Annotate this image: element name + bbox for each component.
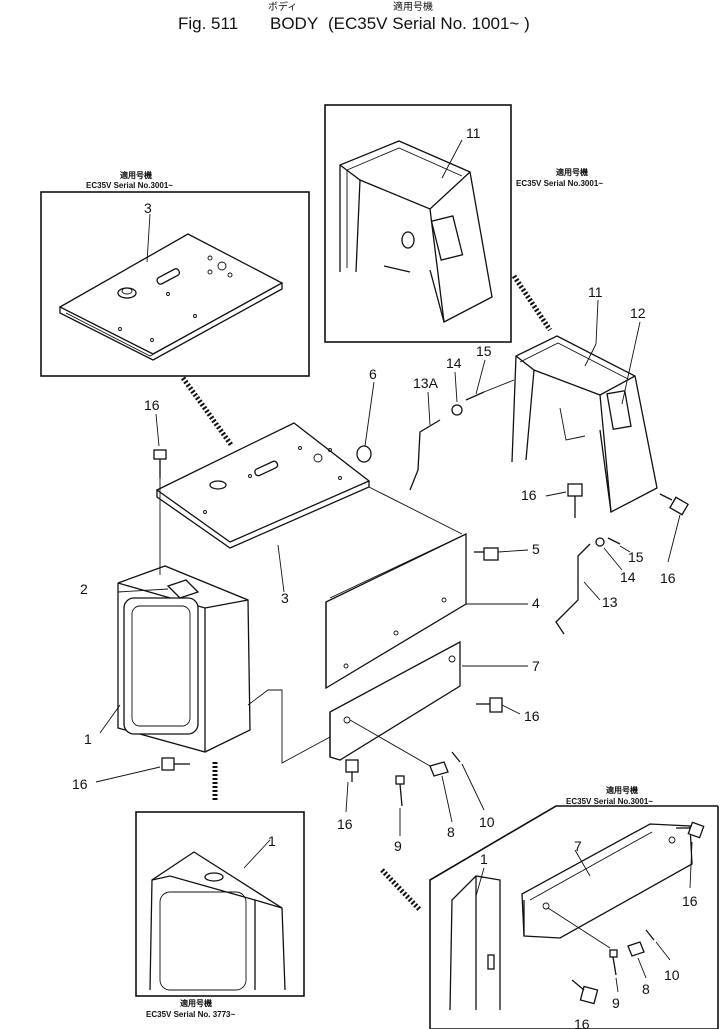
- inset-top-center: 11: [324, 104, 512, 343]
- bolt-5: 5: [474, 541, 540, 561]
- title-ruby-applicability: 適用号機: [393, 0, 433, 13]
- callout-16f: 16: [660, 570, 676, 586]
- bolt-16-c: 16: [476, 697, 540, 724]
- callout-16e: 16: [521, 487, 537, 503]
- callout-7b: 7: [574, 838, 582, 854]
- callout-13: 13: [602, 594, 618, 610]
- inset-top-right-label: 適用号機 EC35V Serial No.3001~: [516, 167, 603, 188]
- inset-frame: [135, 811, 305, 997]
- inset-top-left: 適用号機 EC35V Serial No.3001~ 3: [40, 170, 310, 377]
- callout-14: 14: [446, 355, 462, 371]
- callout-16c: 16: [524, 708, 540, 724]
- hardware-upper: 13A 14 15: [409, 343, 515, 491]
- callout-13A: 13A: [413, 375, 439, 391]
- inset-label-line2: EC35V Serial No.3001~: [86, 181, 173, 190]
- inset-label-line2: EC35V Serial No.3001~: [516, 179, 603, 188]
- figure-title: ボディ 適用号機 Fig. 511 BODY (EC35V Serial No.…: [178, 0, 530, 33]
- top-plate: 3 6: [155, 366, 463, 606]
- inset-label-line2: EC35V Serial No.3001~: [566, 797, 653, 806]
- arrow-top-left: [180, 376, 235, 448]
- left-enclosure: 2 1: [80, 565, 331, 764]
- callout-4: 4: [532, 595, 540, 611]
- arrow-bottom-right: [380, 868, 422, 912]
- callout-12: 12: [630, 305, 646, 321]
- callout-10: 10: [479, 814, 495, 830]
- callout-16b: 16: [72, 776, 88, 792]
- inset-bottom-left: 1 適用号機 EC35V Serial No. 3773~: [135, 811, 305, 1019]
- nut-6: [356, 445, 372, 463]
- bolt-16-e: 16: [521, 483, 583, 518]
- hardware-lower: 9 8 10: [349, 719, 495, 854]
- inset-bottom-right: 適用号機 EC35V Serial No.3001~ 1 7 16 9 8 10…: [429, 785, 719, 1029]
- inset-label-line1: 適用号機: [606, 785, 638, 795]
- guard-drawing: [339, 140, 493, 323]
- callout-16d: 16: [337, 816, 353, 832]
- figure-applicability: (EC35V Serial No. 1001~ ): [328, 14, 530, 33]
- callout-15b: 15: [628, 549, 644, 565]
- callout-15: 15: [476, 343, 492, 359]
- callout-3b: 3: [281, 590, 289, 606]
- callout-9b: 9: [612, 995, 620, 1011]
- bolt-16-b: 16: [72, 757, 190, 792]
- callout-9: 9: [394, 838, 402, 854]
- callout-14b: 14: [620, 569, 636, 585]
- callout-7: 7: [532, 658, 540, 674]
- callout-1b: 1: [268, 833, 276, 849]
- callout-8: 8: [447, 824, 455, 840]
- top-plate-drawing: [58, 233, 284, 361]
- figure-name: BODY: [270, 14, 318, 33]
- figure-number: Fig. 511: [178, 14, 238, 33]
- callout-3: 3: [144, 200, 152, 216]
- panel-4: 4: [325, 532, 540, 690]
- callout-11: 11: [466, 125, 481, 141]
- bolt-16-f: 16: [659, 493, 689, 586]
- inset-frame: [324, 104, 512, 343]
- callout-1c: 1: [480, 851, 488, 867]
- title-ruby-body: ボディ: [268, 0, 297, 13]
- callout-1: 1: [84, 731, 92, 747]
- callout-11b: 11: [588, 284, 603, 300]
- callout-6: 6: [369, 366, 377, 382]
- arrow-top-right: [511, 274, 553, 332]
- panel-7: 7: [329, 640, 540, 761]
- bolt-16-a: 16: [144, 397, 167, 575]
- inset-label-line2: EC35V Serial No. 3773~: [146, 1010, 235, 1019]
- callout-16a: 16: [144, 397, 160, 413]
- inset-label-line1: 適用号機: [556, 167, 588, 177]
- callout-10b: 10: [664, 967, 680, 983]
- callout-8b: 8: [642, 981, 650, 997]
- bolt-16-d: 16: [337, 759, 359, 832]
- guard-assembly-right: 11 12: [511, 284, 658, 514]
- callout-2: 2: [80, 581, 88, 597]
- hardware-right: 13 14 15: [555, 537, 644, 635]
- inset-label-line1: 適用号機: [120, 170, 152, 180]
- callout-16h: 16: [574, 1016, 590, 1029]
- callout-5: 5: [532, 541, 540, 557]
- inset-label-line1: 適用号機: [180, 998, 212, 1008]
- callout-16g: 16: [682, 893, 698, 909]
